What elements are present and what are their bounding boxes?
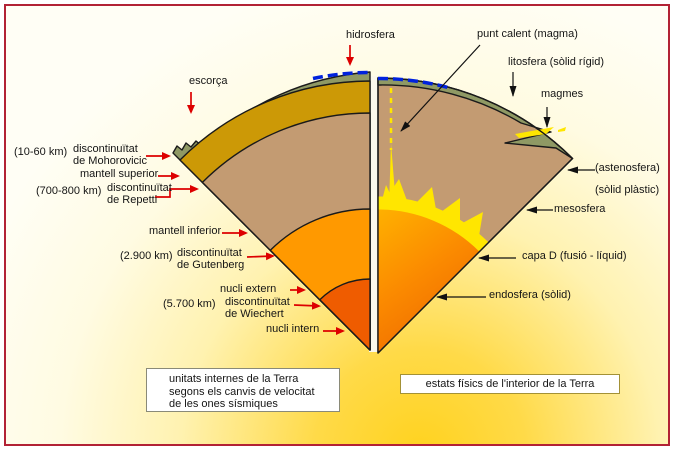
label-hidrosfera: hidrosfera <box>346 29 395 41</box>
caption-physical-states: estats físics de l'interior de la Terra <box>400 374 620 394</box>
label-mantell-superior: mantell superior <box>80 168 159 180</box>
label-discontinuitat-repetti: discontinuïtat de Repetti <box>107 182 172 206</box>
label-discontinuitat-mohorovicic: discontinuïtat de Mohorovicic <box>73 143 147 167</box>
layer-nucli-intern <box>319 278 371 351</box>
layer-endosfera <box>378 202 485 353</box>
magma-pocket-small <box>558 127 566 132</box>
label-mesosfera: mesosfera <box>554 203 606 215</box>
label-discontinuitat-wiechert: discontinuïtat de Wiechert <box>225 296 290 320</box>
label-astenosfera: (astenosfera) <box>595 162 660 174</box>
label-depth-wiechert: (5.700 km) <box>163 298 216 310</box>
arrow-wiechert <box>293 301 321 310</box>
label-litosfera: litosfera (sòlid rígid) <box>508 56 604 68</box>
hidrosfera-water-layer <box>312 70 449 90</box>
arrow-gutenberg <box>246 252 275 261</box>
arrow-repetti <box>155 185 199 198</box>
label-depth-repetti: (700-800 km) <box>36 185 102 197</box>
capa-d-flames <box>381 143 483 242</box>
label-punt-calent: punt calent (magma) <box>477 28 578 40</box>
label-discontinuitat-gutenberg: discontinuïtat de Gutenberg <box>177 247 245 271</box>
label-mantell-inferior: mantell inferior <box>149 225 222 237</box>
label-solid-plastic: (sòlid plàstic) <box>595 184 660 196</box>
arrow-punt-calent <box>400 44 481 132</box>
caption-seismic-units: unitats internes de la Terra segons els … <box>146 368 340 412</box>
label-depth-mohorovicic: (10-60 km) <box>14 146 68 158</box>
label-escorca: escorça <box>189 75 228 87</box>
label-nucli-extern: nucli extern <box>220 283 277 295</box>
wedge-gap <box>369 76 379 352</box>
label-nucli-intern: nucli intern <box>266 323 320 335</box>
label-magmes: magmes <box>541 88 584 100</box>
label-endosfera: endosfera (sòlid) <box>489 289 571 301</box>
label-depth-gutenberg: (2.900 km) <box>120 250 173 262</box>
page-frame <box>4 4 670 446</box>
magma-pocket <box>515 127 554 138</box>
label-capa-d: capa D (fusió - líquid) <box>522 250 627 262</box>
